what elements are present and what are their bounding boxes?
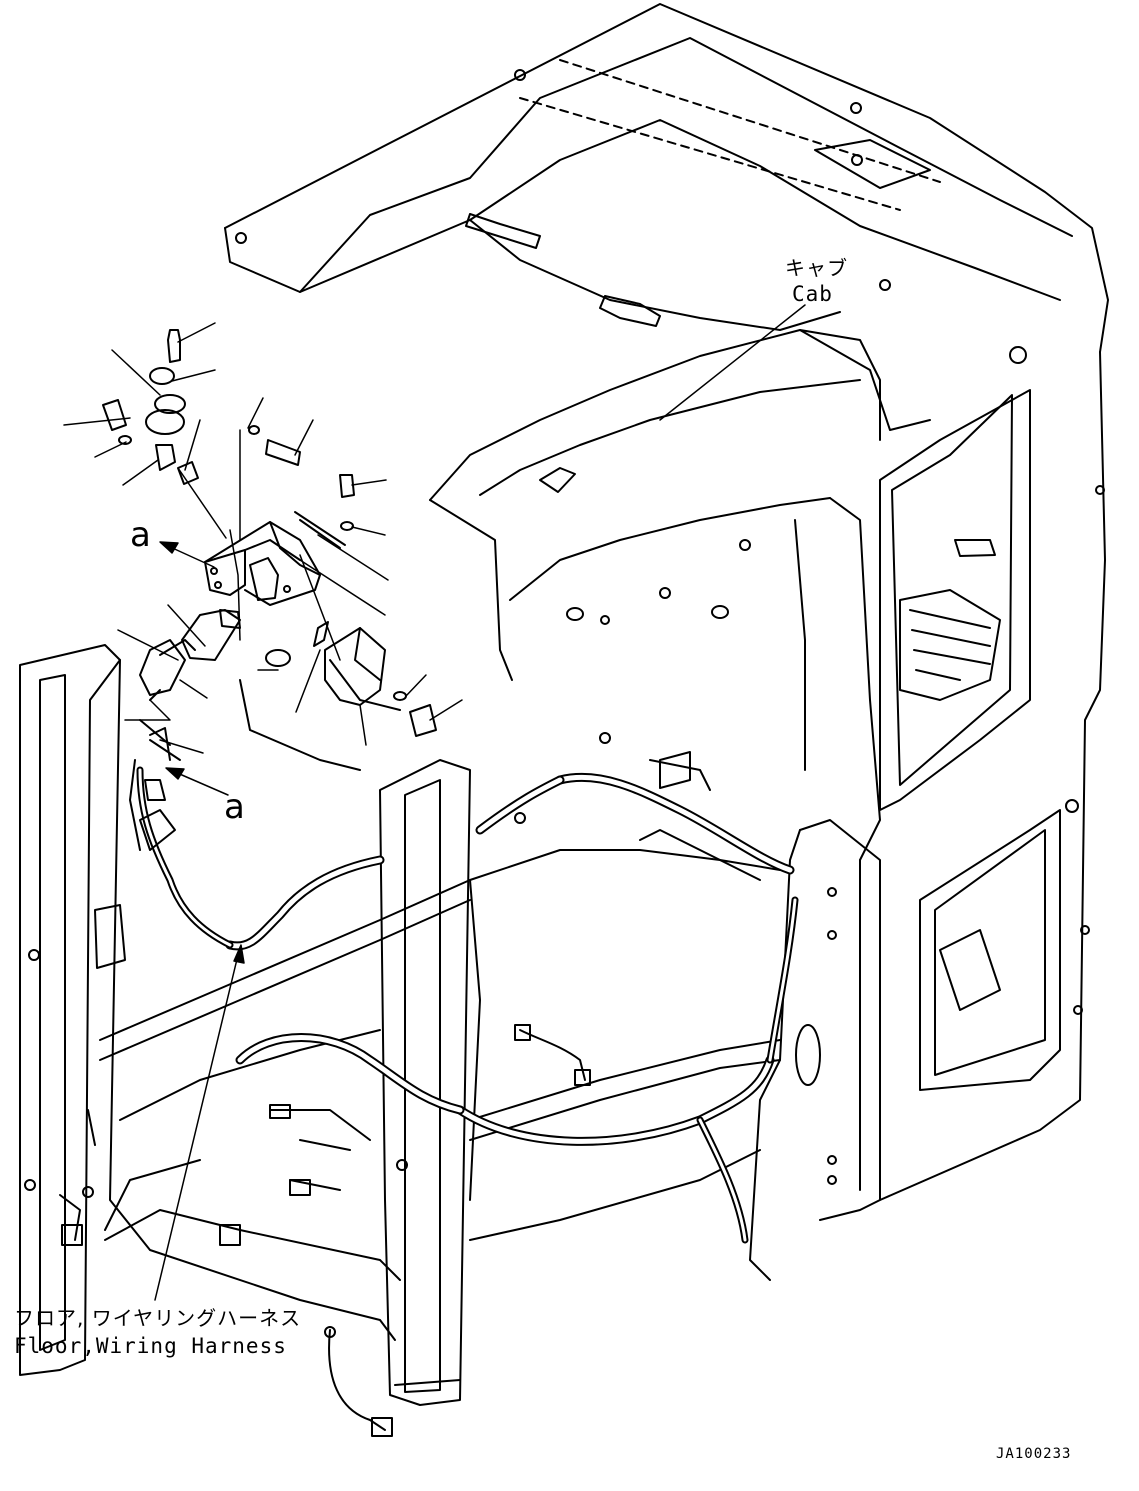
harness-label-jp: フロア, ワイヤリングハーネス xyxy=(14,1306,302,1330)
cab-center-post xyxy=(750,820,880,1280)
detail-a-label-lower: a xyxy=(224,787,245,827)
harness-leader xyxy=(155,945,244,1300)
cab-left-post xyxy=(20,645,395,1375)
drawing-code: JA100233 xyxy=(996,1446,1072,1462)
detail-a-arrow-lower xyxy=(166,768,228,795)
leader-lines xyxy=(64,323,462,753)
detail-a-arrow-upper xyxy=(160,542,214,567)
cab-right-frame xyxy=(880,352,1105,1200)
cab-door-pillar xyxy=(380,760,470,1405)
cab-label-jp: キャブ xyxy=(785,256,848,280)
exploded-lamp-assembly xyxy=(103,330,436,850)
detail-a-label-upper: a xyxy=(130,515,151,555)
cab-roof xyxy=(225,4,1108,363)
cab-leader xyxy=(660,305,805,420)
cab-label-en: Cab xyxy=(792,282,833,306)
cab-front-pillar xyxy=(430,330,930,860)
cab-floor-frame xyxy=(88,660,780,1280)
floor-wiring-harness xyxy=(60,752,795,1436)
harness-label-en: Floor,Wiring Harness xyxy=(14,1334,287,1358)
